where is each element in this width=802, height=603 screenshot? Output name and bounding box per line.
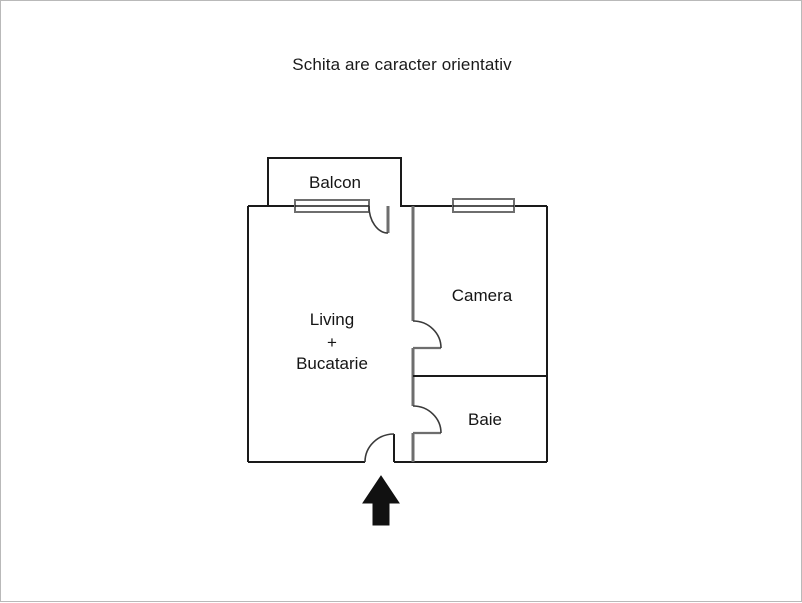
balcony-walls bbox=[267, 157, 402, 207]
balcony-door bbox=[368, 205, 390, 234]
interior-walls bbox=[411, 206, 547, 462]
baie-door bbox=[412, 405, 442, 435]
room-label-balcon: Balcon bbox=[309, 173, 361, 192]
apartment-outer-walls bbox=[247, 205, 548, 463]
camera-door bbox=[412, 320, 442, 350]
page-title: Schita are caracter orientativ bbox=[292, 55, 512, 74]
room-label-camera: Camera bbox=[452, 286, 513, 305]
room-label-living-line3: Bucatarie bbox=[296, 354, 368, 373]
room-label-living-line2: + bbox=[327, 333, 337, 352]
camera-window bbox=[452, 198, 515, 213]
room-label-living-line1: Living bbox=[310, 310, 354, 329]
balcony-window bbox=[294, 199, 370, 213]
entrance-arrow bbox=[362, 475, 400, 526]
entrance-door bbox=[364, 433, 395, 463]
room-label-baie: Baie bbox=[468, 410, 502, 429]
